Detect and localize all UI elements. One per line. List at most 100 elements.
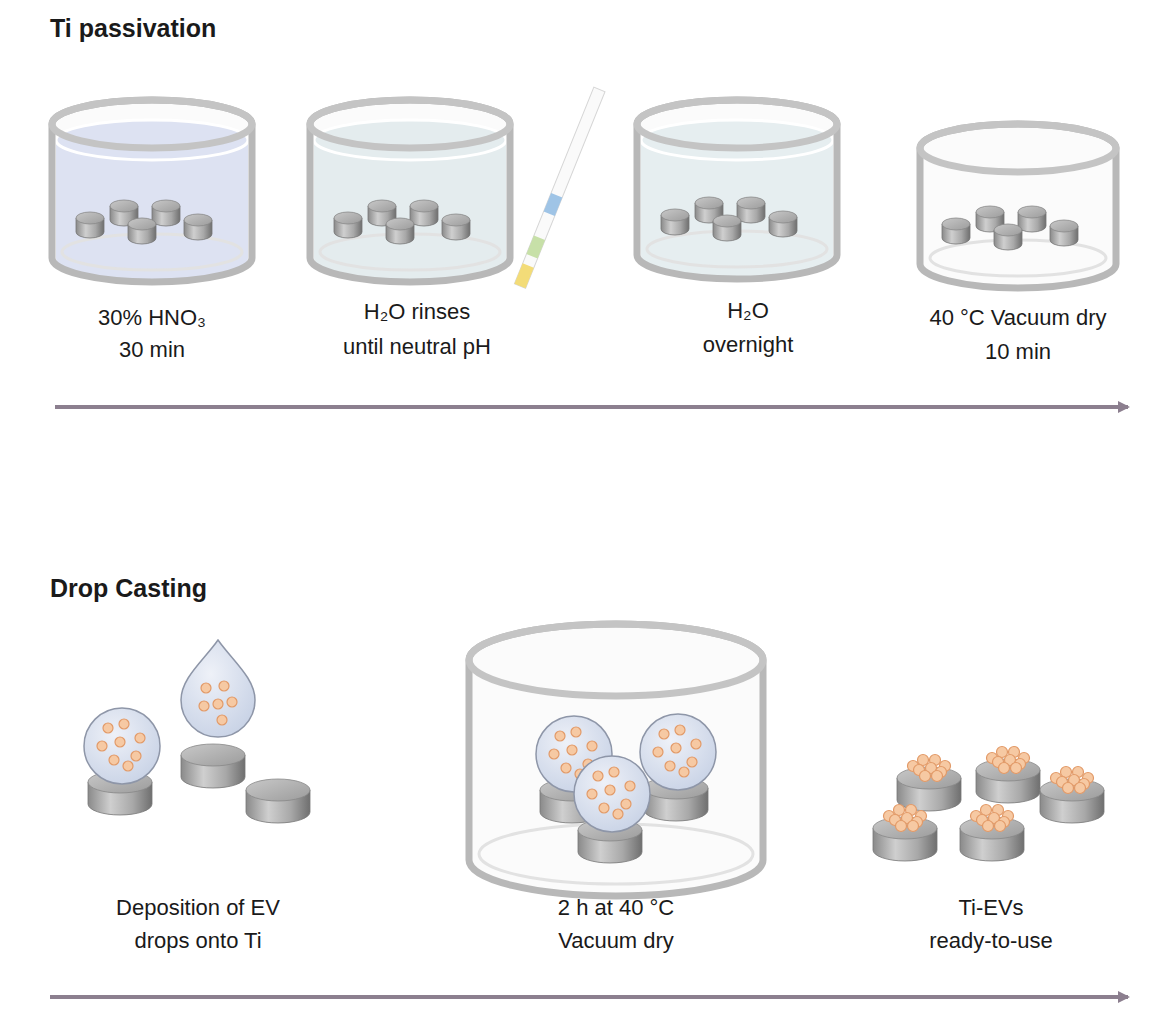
- shape: [181, 744, 245, 766]
- ev-particle: [571, 727, 581, 737]
- shape: [76, 212, 104, 224]
- ev-particle: [219, 681, 229, 691]
- ev-particle: [131, 751, 141, 761]
- timeline-arrow: [50, 995, 1128, 999]
- ev-particle: [999, 763, 1010, 774]
- dish-rim: [52, 100, 252, 148]
- shape: [544, 193, 563, 216]
- ti-disc: [181, 744, 245, 788]
- section-heading: Drop Casting: [50, 574, 207, 603]
- dish-rim: [637, 100, 837, 148]
- dish-body: [920, 124, 1116, 288]
- shape: [152, 200, 180, 212]
- shape: [976, 206, 1004, 218]
- ti-disc: [713, 215, 741, 241]
- ev-particle: [691, 739, 701, 749]
- step-caption: 30 min: [119, 337, 185, 362]
- step-caption: drops onto Ti: [134, 928, 261, 953]
- ev-particle: [561, 763, 571, 773]
- ev-particle: [213, 699, 223, 709]
- step-caption: ready-to-use: [929, 928, 1053, 953]
- shape: [661, 209, 689, 221]
- ev-particle: [659, 729, 669, 739]
- section-heading: Ti passivation: [50, 14, 216, 43]
- shape: [386, 218, 414, 230]
- shape: [1018, 206, 1046, 218]
- shape: [1050, 220, 1078, 232]
- dish-body: [52, 100, 252, 282]
- ev-particle: [932, 771, 943, 782]
- ti-disc: [128, 218, 156, 244]
- shape: [769, 211, 797, 223]
- ev-particle: [123, 761, 133, 771]
- ev-particle: [995, 821, 1006, 832]
- ti-disc: [386, 218, 414, 244]
- ph-strip: [514, 87, 605, 288]
- ev-drop: [181, 640, 255, 737]
- step-caption: overnight: [703, 332, 794, 357]
- ev-particle: [920, 771, 931, 782]
- dish: [920, 124, 1116, 288]
- step-caption: 2 h at 40 °C: [558, 895, 674, 920]
- shape: [334, 212, 362, 224]
- ti-disc: [769, 211, 797, 237]
- step-caption: 10 min: [985, 339, 1051, 364]
- ev-particle: [1075, 783, 1086, 794]
- step-caption: until neutral pH: [343, 334, 491, 359]
- ti-disc: [152, 200, 180, 226]
- ev-particle: [109, 755, 119, 765]
- shape: [942, 218, 970, 230]
- shape: [246, 779, 310, 801]
- shape: [442, 214, 470, 226]
- ev-particle: [1011, 763, 1022, 774]
- shape: [737, 197, 765, 209]
- ti-disc: [334, 212, 362, 238]
- dish: [52, 100, 252, 282]
- dish-rim: [920, 124, 1116, 172]
- dish-outline: [52, 100, 252, 282]
- ev-drop: [536, 716, 612, 792]
- ev-particle: [653, 747, 663, 757]
- dish: [310, 100, 510, 282]
- ti-disc: [1050, 220, 1078, 246]
- ev-particle: [679, 767, 689, 777]
- ev-particle: [97, 741, 107, 751]
- ev-particle: [593, 771, 603, 781]
- ti-disc: [1040, 779, 1104, 823]
- ev-particle: [555, 731, 565, 741]
- ev-particle: [896, 821, 907, 832]
- dish-outline: [310, 100, 510, 282]
- ev-particle: [587, 789, 597, 799]
- ev-particle: [1063, 783, 1074, 794]
- ev-particle: [625, 781, 635, 791]
- shape: [695, 197, 723, 209]
- ti-disc: [897, 767, 961, 811]
- ev-particle: [605, 785, 615, 795]
- ti-disc: [246, 779, 310, 823]
- ev-particle: [549, 749, 559, 759]
- ev-particle: [227, 697, 237, 707]
- step-caption: H₂O rinses: [364, 299, 470, 324]
- ti-disc: [994, 224, 1022, 250]
- shape: [110, 200, 138, 212]
- ev-particle: [983, 821, 994, 832]
- dish-outline: [469, 624, 763, 896]
- shape: [128, 218, 156, 230]
- shape: [368, 200, 396, 212]
- ev-particle: [217, 715, 227, 725]
- ev-particle: [115, 737, 125, 747]
- dish: [469, 624, 763, 896]
- dish-body: [637, 100, 837, 279]
- ev-particle: [908, 821, 919, 832]
- shape: [526, 236, 545, 259]
- ev-particle: [103, 723, 113, 733]
- step-caption: Ti-EVs: [958, 895, 1023, 920]
- shape: [994, 224, 1022, 236]
- step-caption: Deposition of EV: [116, 895, 280, 920]
- shape: [410, 200, 438, 212]
- ti-disc: [410, 200, 438, 226]
- ev-particle: [587, 741, 597, 751]
- ev-particle: [665, 761, 675, 771]
- dish-rim: [469, 624, 763, 696]
- dish-outline: [637, 100, 837, 279]
